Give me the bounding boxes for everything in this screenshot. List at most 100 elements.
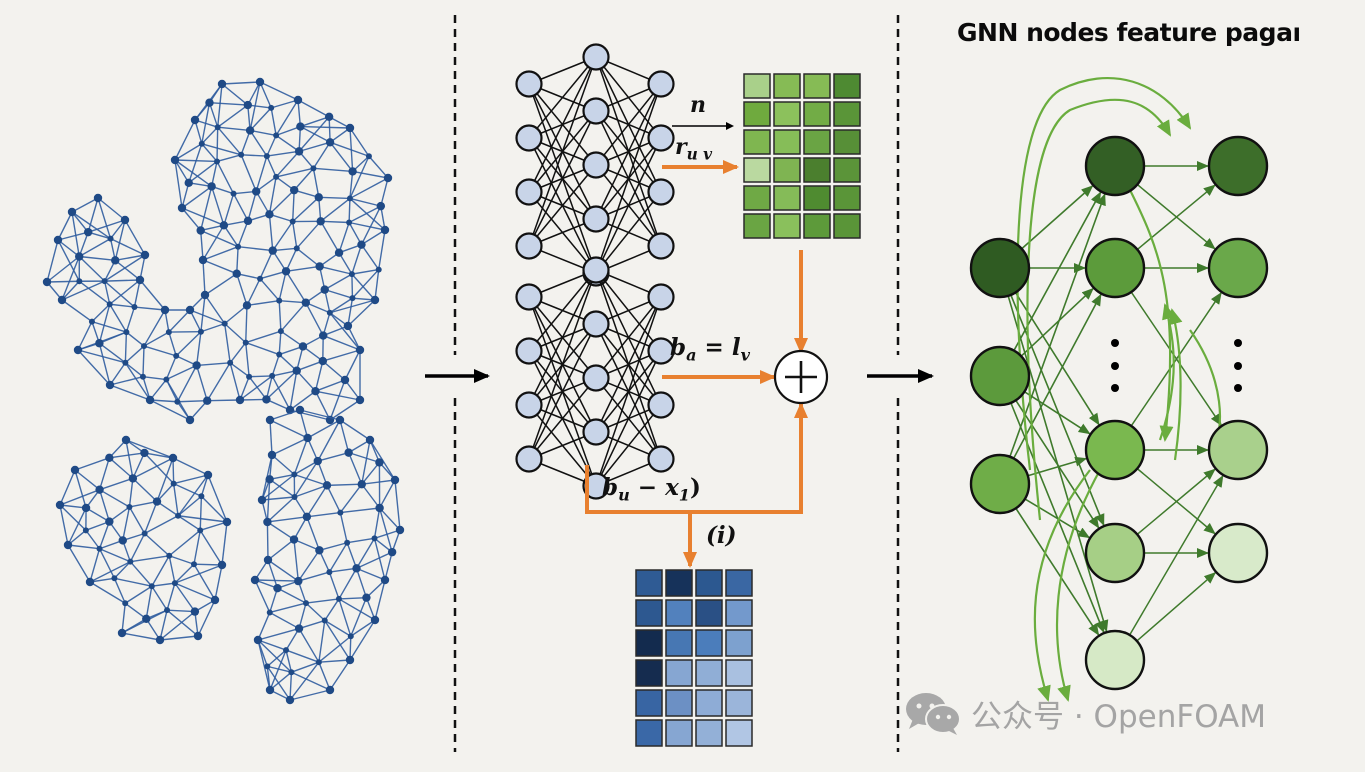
mesh-edge (207, 363, 230, 401)
blue-feature-matrix-cell (726, 690, 752, 716)
watermark-text: 公众号 · OpenFOAM (971, 691, 1266, 736)
mesh-edge (349, 198, 350, 222)
mesh-edge (293, 222, 297, 249)
mesh-node (175, 513, 181, 519)
nn-node (517, 339, 542, 364)
mesh-edge (79, 239, 110, 257)
mesh-edge (340, 508, 379, 513)
nn-node (517, 234, 542, 259)
mesh-edge (330, 298, 353, 313)
mesh-edge (330, 400, 360, 420)
mesh-edge (167, 583, 175, 610)
mesh-node (344, 322, 352, 330)
mesh-edge (225, 305, 247, 323)
mesh-node (276, 298, 282, 304)
blue-feature-matrix-cell (726, 660, 752, 686)
mesh-edge (122, 603, 125, 633)
mesh-edge (248, 191, 256, 220)
mesh-edge (362, 480, 395, 484)
mesh-node (186, 306, 194, 314)
mesh-edge (126, 440, 173, 458)
mesh-edge (380, 480, 395, 508)
mesh-node (64, 541, 72, 549)
mesh-node (336, 596, 342, 602)
mesh-node (290, 186, 298, 194)
mesh-edge (295, 485, 327, 497)
nn-node (584, 312, 609, 337)
mesh-node (82, 504, 90, 512)
mesh-edge (267, 151, 299, 156)
mesh-edge (201, 324, 225, 332)
green-feature-matrix-cell (744, 158, 770, 182)
mesh-node (94, 194, 102, 202)
mesh-edge (145, 516, 178, 534)
mesh-edge (175, 564, 194, 583)
green-feature-matrix-cell (774, 74, 800, 98)
mesh-node (141, 251, 149, 259)
gnn-node (1086, 524, 1144, 582)
mesh-edge (109, 453, 144, 458)
label-r-uv: ru v (675, 134, 712, 163)
green-feature-matrix-cell (804, 130, 830, 154)
green-feature-matrix-cell (804, 74, 830, 98)
mesh-edge (173, 458, 208, 475)
mesh-node (256, 78, 264, 86)
nn-node (517, 285, 542, 310)
mesh-node (263, 518, 271, 526)
mesh-edge (352, 245, 362, 274)
mesh-node (218, 80, 226, 88)
mesh-edge (123, 507, 130, 540)
mesh-node (238, 152, 244, 158)
mesh-node (43, 278, 51, 286)
mesh-edge (145, 534, 170, 556)
mesh-edge (323, 350, 360, 361)
mesh-node (191, 561, 197, 567)
mesh-node (311, 387, 319, 395)
mesh-node (207, 182, 215, 190)
mesh-edge (241, 155, 256, 192)
mesh-edge (115, 260, 140, 280)
mesh-edge (58, 232, 88, 240)
label-x-sub: 1 (679, 486, 690, 505)
mesh-node (375, 504, 383, 512)
mesh-edge (273, 222, 293, 251)
mesh-node (215, 124, 221, 130)
mesh-edge (200, 496, 201, 530)
mesh-node (223, 518, 231, 526)
mesh-edge (79, 256, 115, 260)
gnn-edge (1137, 573, 1215, 641)
gnn-edge (1025, 499, 1089, 538)
mesh-node (371, 535, 377, 541)
mesh-node (171, 156, 179, 164)
label-l-sub: v (741, 346, 750, 365)
mesh-edge (234, 194, 248, 221)
label-b: b (670, 334, 686, 361)
mesh-node (146, 396, 154, 404)
mesh-edge (375, 270, 379, 300)
mesh-node (122, 436, 130, 444)
mesh-node (375, 458, 383, 466)
mesh-edge (268, 540, 294, 560)
mesh-node (302, 298, 310, 306)
mesh-edge (175, 565, 222, 583)
mesh-node (326, 138, 334, 146)
mesh-edge (152, 556, 169, 586)
mesh-node (349, 295, 355, 301)
ellipsis-dot (1234, 362, 1242, 370)
mesh-node (264, 663, 270, 669)
mesh-node (95, 339, 103, 347)
blue-feature-matrix-cell (636, 690, 662, 716)
mesh-edge (98, 198, 111, 239)
blue-feature-matrix-cell (696, 720, 722, 746)
mesh-edge (256, 156, 267, 191)
blue-feature-matrix-cell (696, 570, 722, 596)
mesh-edge (325, 274, 352, 289)
label-n: n (690, 92, 706, 118)
mesh-node (278, 328, 284, 334)
mesh-edge (47, 240, 58, 282)
mesh-node (149, 583, 155, 589)
mesh-edge (197, 332, 201, 366)
mesh-node (346, 656, 354, 664)
mesh-edge (246, 343, 249, 377)
gnn-node (1086, 137, 1144, 195)
